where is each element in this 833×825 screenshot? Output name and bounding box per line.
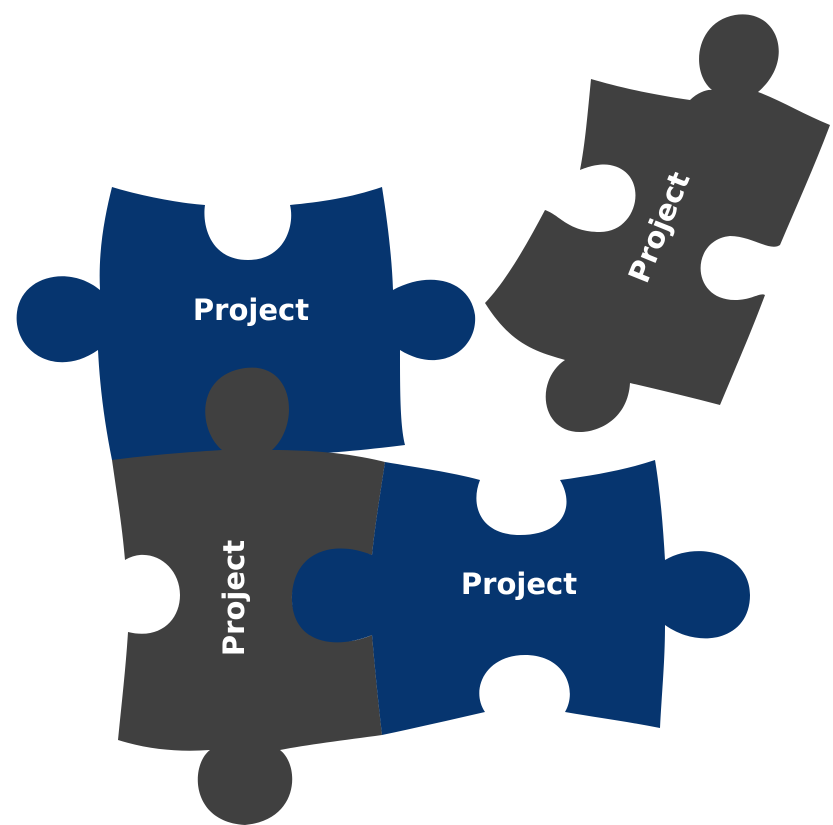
puzzle-piece-floating-top-right: Project bbox=[485, 14, 830, 432]
puzzle-piece-bottom-right-shape bbox=[291, 460, 750, 735]
puzzle-piece-top-left-label: Project bbox=[193, 293, 309, 327]
puzzle-piece-bottom-right-label: Project bbox=[461, 567, 577, 601]
puzzle-piece-bottom-left-shape bbox=[112, 367, 385, 825]
puzzle-piece-bottom-left: Project bbox=[112, 367, 385, 825]
puzzle-piece-top-left: Project bbox=[16, 187, 476, 460]
puzzle-piece-top-left-shape bbox=[16, 187, 476, 460]
puzzle-piece-bottom-right: Project bbox=[291, 460, 750, 735]
puzzle-piece-floating-top-right-shape bbox=[485, 14, 830, 432]
puzzle-piece-bottom-left-label: Project bbox=[217, 540, 251, 656]
